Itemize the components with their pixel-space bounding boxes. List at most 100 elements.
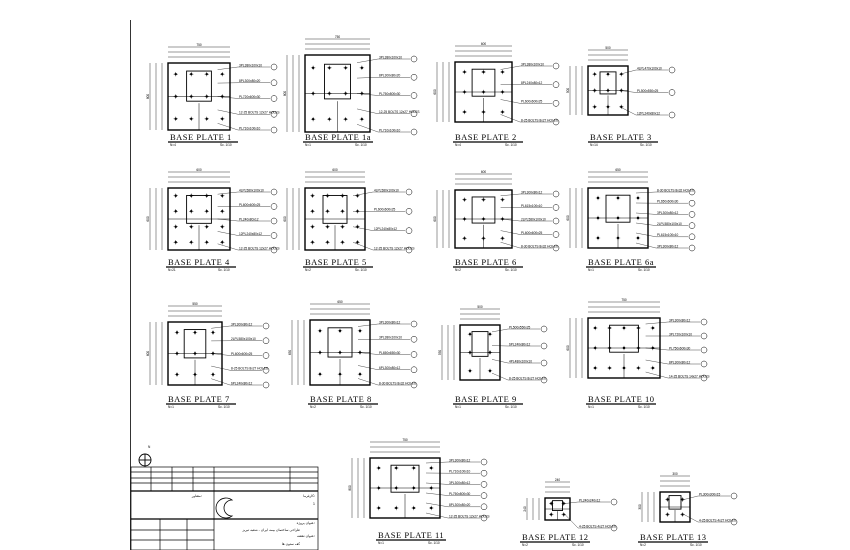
part-number-bubble <box>405 246 413 254</box>
bolt-icon <box>621 365 627 371</box>
plate-scale: Sc. 1/10 <box>505 405 517 409</box>
project-title-label: عنوان پروژه: <box>297 521 315 525</box>
part-label: 8PL240x80x12 <box>521 81 542 85</box>
height-dimension: 600 <box>433 89 437 95</box>
plate-scale: Sc. 1/10 <box>428 541 440 545</box>
bolt-icon <box>173 94 178 99</box>
height-dimension: 600 <box>433 216 437 222</box>
bolt-icon <box>327 65 332 71</box>
bolt-icon <box>174 372 180 377</box>
part-label: 12-25 BOLTS 12x27 HOLES <box>374 246 415 250</box>
part-label: 8-25 BOLTS 8x27 HOLES <box>521 118 558 122</box>
leader-line <box>635 191 657 194</box>
bolt-icon <box>593 365 598 371</box>
part-number-bubble <box>552 62 560 70</box>
part-label: 3PL300x80x12 <box>657 244 678 248</box>
bolt-icon <box>462 109 467 115</box>
width-dimension: 600 <box>481 170 487 174</box>
part-label: 2LPL580x100x10 <box>521 217 546 221</box>
part-label: 12PL240x80x12 <box>374 227 397 231</box>
bolt-icon <box>317 371 323 377</box>
base-plate-9: 5506003PL300x80x122LPL580x100x10PL600x60… <box>146 302 270 409</box>
part-number-bubble <box>552 204 560 211</box>
bolt-icon <box>650 345 655 351</box>
bolt-icon <box>605 88 611 93</box>
part-number-bubble <box>610 498 618 506</box>
bolt-icon <box>220 240 225 245</box>
bolt-icon <box>615 215 621 221</box>
part-label: PL600x600x25 <box>521 231 542 235</box>
leader-line <box>211 353 231 356</box>
column-section <box>186 70 212 102</box>
bolt-icon <box>355 224 360 229</box>
bolt-icon <box>411 505 416 511</box>
part-label: 8PL300x80x20 <box>449 503 470 507</box>
base-plate-12: 7506003PL300x80x123PL720x100x10PL750x600… <box>566 298 710 409</box>
part-label: 4PL480x100x10 <box>509 359 532 363</box>
plate-title: BASE PLATE 7 <box>168 394 230 404</box>
plate-title: BASE PLATE 6 <box>455 257 517 267</box>
height-dimension: 600 <box>283 216 287 222</box>
column-section <box>183 329 207 359</box>
part-label: 4LPL580x100x10 <box>374 188 399 192</box>
part-number-bubble <box>270 232 278 239</box>
part-number-bubble <box>270 246 278 254</box>
part-number-bubble <box>270 63 278 71</box>
leader-line <box>491 328 509 333</box>
part-number-bubble <box>270 111 278 118</box>
height-dimension: 600 <box>566 215 570 221</box>
part-label: PL600x600x25 <box>374 208 395 212</box>
bolt-icon <box>355 240 360 245</box>
leader-line <box>217 96 239 99</box>
part-label: 3PL300x80x12 <box>449 481 470 485</box>
part-label: PL615x100x10 <box>521 204 542 208</box>
leader-line <box>645 371 669 379</box>
bolt-icon <box>204 116 209 122</box>
plate-scale: Sc. 1/10 <box>638 268 650 272</box>
bolt-icon <box>411 485 416 491</box>
bolt-icon <box>189 240 194 245</box>
leader-line <box>357 365 379 370</box>
part-label: PL600x600x25 <box>239 203 260 207</box>
part-number-bubble <box>688 233 696 241</box>
bolt-icon <box>462 197 467 202</box>
part-label: PL600x600x25 <box>231 352 252 356</box>
bolt-icon <box>619 71 624 77</box>
leader-line <box>425 461 449 464</box>
bolt-icon <box>337 328 343 334</box>
part-number-bubble <box>688 188 696 196</box>
part-label: 2LPL580x100x10 <box>231 337 256 341</box>
leader-line <box>619 90 637 93</box>
plate-scale: Sc. 1/10 <box>572 543 584 547</box>
bolt-icon <box>204 71 209 77</box>
bolt-icon <box>467 350 473 355</box>
part-label: 4LPL470x100x10 <box>637 66 662 70</box>
bolt-icon <box>481 89 486 95</box>
plate-title: BASE PLATE 1a <box>305 132 371 142</box>
bolt-icon <box>593 345 598 351</box>
leader-line <box>357 323 379 327</box>
plate-title: BASE PLATE 1 <box>170 132 232 142</box>
column-section <box>322 194 348 224</box>
bolt-icon <box>204 193 209 198</box>
bolt-icon <box>340 224 345 229</box>
leader-line <box>564 501 579 504</box>
part-label: PL750x600x30 <box>669 346 690 350</box>
height-dimension: 600 <box>146 216 150 222</box>
base-plate-5: 6006004LPL580x100x10PL600x600x25PL240x80… <box>146 168 280 272</box>
part-label: 6PL240x80x12 <box>231 381 252 385</box>
plate-scale: Sc. 1/10 <box>355 268 367 272</box>
leader-line <box>217 123 239 131</box>
part-label: PL300x300x15 <box>699 492 720 496</box>
bolt-icon <box>429 465 434 471</box>
leader-line <box>500 230 521 235</box>
part-label: PL240x80x12 <box>239 217 259 221</box>
width-dimension: 500 <box>477 305 483 309</box>
bolt-icon <box>467 331 473 337</box>
leader-line <box>425 502 449 507</box>
leader-line <box>635 222 657 226</box>
bolt-icon <box>189 116 194 122</box>
bolt-icon <box>462 236 467 241</box>
plate-scale: Sc. 1/10 <box>218 268 230 272</box>
